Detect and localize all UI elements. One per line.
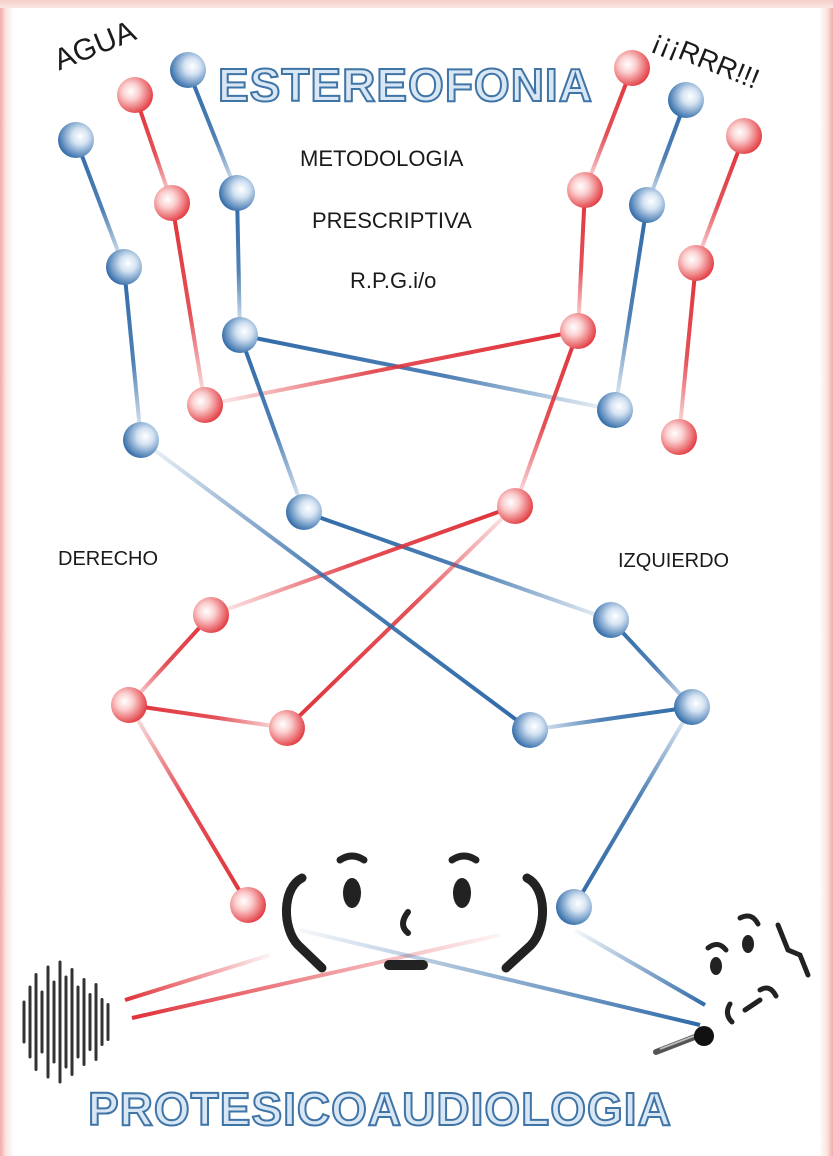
blue-node bbox=[106, 249, 142, 285]
edge bbox=[238, 333, 306, 514]
blue-node bbox=[286, 494, 322, 530]
title-bottom: PROTESICOAUDIOLOGIA bbox=[87, 1082, 672, 1136]
edges bbox=[74, 66, 746, 1027]
red-node bbox=[154, 185, 190, 221]
red-node bbox=[614, 50, 650, 86]
blue-node bbox=[593, 602, 629, 638]
edge bbox=[203, 329, 580, 407]
edge bbox=[677, 261, 698, 439]
edge bbox=[127, 613, 213, 707]
blue-node bbox=[674, 689, 710, 725]
blue-node bbox=[597, 392, 633, 428]
edge bbox=[645, 98, 688, 207]
blue-node bbox=[170, 52, 206, 88]
audio-edge bbox=[574, 928, 706, 1007]
edge bbox=[572, 705, 694, 909]
blue-node bbox=[668, 82, 704, 118]
red-node bbox=[567, 172, 603, 208]
microphone-icon bbox=[653, 1026, 714, 1055]
blue-node bbox=[556, 889, 592, 925]
nodes bbox=[58, 50, 762, 925]
blue-node bbox=[123, 422, 159, 458]
audio-edge bbox=[131, 933, 501, 1020]
red-node bbox=[193, 597, 229, 633]
edge bbox=[583, 66, 634, 192]
edge bbox=[74, 138, 126, 269]
soundwave-icon bbox=[22, 960, 110, 1084]
edge bbox=[186, 68, 239, 195]
subtitle-line-1: METODOLOGIA bbox=[300, 146, 464, 171]
edge bbox=[127, 703, 289, 730]
edge bbox=[694, 134, 746, 265]
audio-edge bbox=[124, 953, 271, 1002]
red-node bbox=[726, 118, 762, 154]
edge bbox=[139, 438, 532, 732]
edge bbox=[235, 191, 242, 337]
blue-node bbox=[512, 712, 548, 748]
red-node bbox=[678, 245, 714, 281]
red-node bbox=[497, 488, 533, 524]
edge bbox=[528, 705, 694, 732]
subtitle-line-3: R.P.G.i/o bbox=[350, 268, 437, 293]
blue-node bbox=[58, 122, 94, 158]
edge bbox=[209, 504, 517, 617]
edge bbox=[613, 203, 649, 412]
edge bbox=[609, 618, 694, 709]
red-node bbox=[230, 887, 266, 923]
red-node bbox=[187, 387, 223, 423]
edge bbox=[122, 265, 143, 442]
blue-node bbox=[222, 317, 258, 353]
red-node bbox=[111, 687, 147, 723]
red-node bbox=[560, 313, 596, 349]
label-izquierdo: IZQUIERDO bbox=[618, 550, 730, 572]
edge bbox=[285, 504, 517, 730]
red-node bbox=[269, 710, 305, 746]
edge bbox=[238, 333, 617, 412]
title-top: ESTEREOFONIA bbox=[217, 58, 593, 112]
blue-node bbox=[219, 175, 255, 211]
edge bbox=[576, 188, 587, 333]
top-band bbox=[0, 0, 833, 8]
edge bbox=[127, 703, 250, 907]
face-icon bbox=[282, 852, 547, 973]
blue-node bbox=[629, 187, 665, 223]
label-derecho: DERECHO bbox=[58, 548, 159, 570]
edge bbox=[133, 93, 174, 205]
subtitle-line-2: PRESCRIPTIVA bbox=[312, 208, 472, 233]
red-node bbox=[661, 419, 697, 455]
red-node bbox=[117, 77, 153, 113]
singing-face-icon bbox=[705, 913, 811, 1025]
audio-edge bbox=[299, 928, 701, 1027]
edge bbox=[170, 201, 207, 407]
edge bbox=[302, 510, 613, 622]
edge bbox=[513, 329, 580, 508]
